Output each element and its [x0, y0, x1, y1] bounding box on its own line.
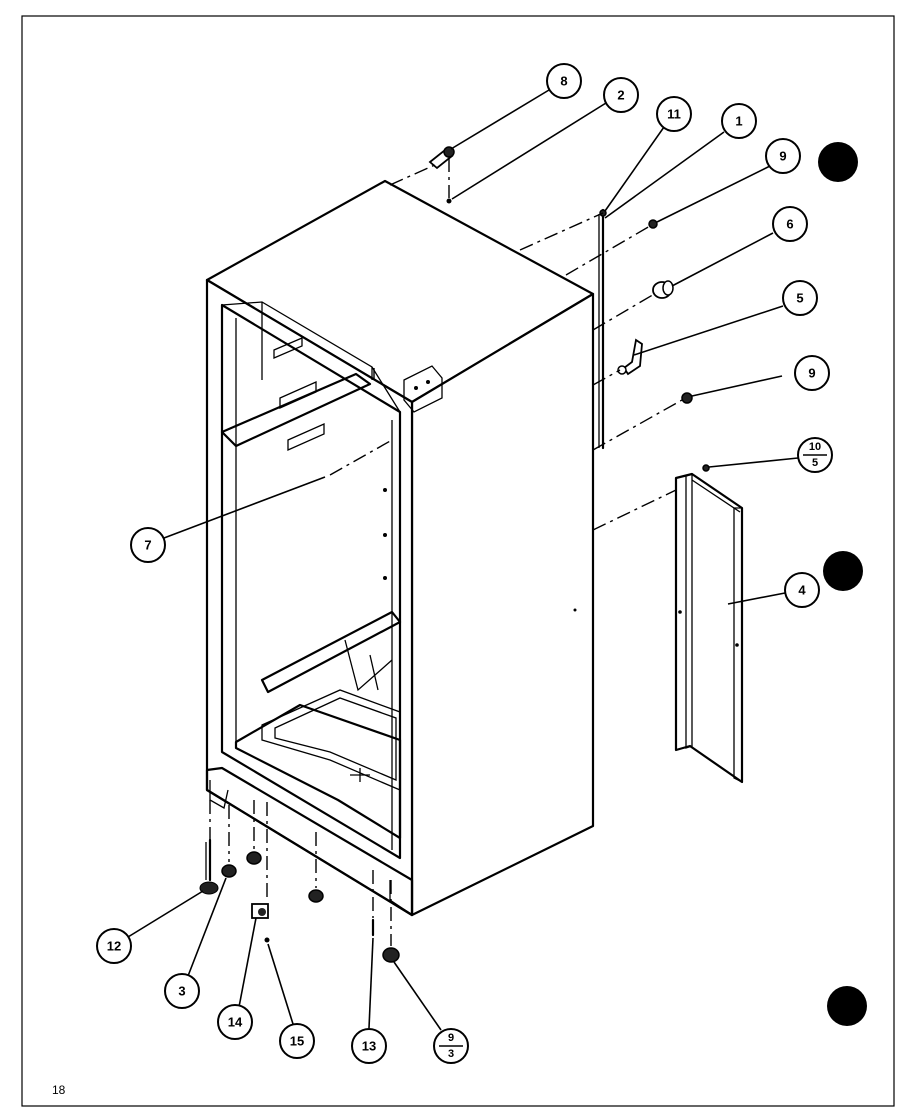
callout-label: 15: [290, 1034, 304, 1049]
cabinet: [205, 179, 595, 917]
binder-hole-middle: [823, 551, 863, 591]
binder-hole-top: [818, 142, 858, 182]
callout-label-bottom: 5: [812, 457, 818, 469]
part-nut-9-lower: [681, 392, 693, 404]
part-nut-9-3: [382, 947, 400, 963]
callout-1: 1: [721, 103, 757, 139]
hinge-bracket-top: [403, 365, 443, 413]
callout-11: 11: [656, 96, 692, 132]
part-leveling-leg-12: [199, 838, 219, 895]
callout-15: 15: [279, 1023, 315, 1059]
callout-13: 13: [351, 1028, 387, 1064]
bottom-parts: [199, 800, 400, 963]
bottom-front-rail: [205, 766, 414, 917]
part-nut-9-upper: [648, 219, 658, 229]
callout-9-upper: 9: [765, 138, 801, 174]
part-hinge-5: [617, 338, 643, 376]
part-roller-14: [251, 903, 269, 919]
rear-parts: [598, 208, 744, 784]
binder-hole-bottom: [827, 986, 867, 1026]
callout-4: 4: [784, 572, 820, 608]
callout-9-3: 9 3: [433, 1028, 469, 1064]
callout-8: 8: [546, 63, 582, 99]
callout-label: 14: [228, 1015, 243, 1030]
page-border: [21, 15, 895, 1107]
callout-6: 6: [772, 206, 808, 242]
callout-label-top: 9: [448, 1032, 454, 1044]
callout-label: 12: [107, 939, 121, 954]
callout-label-bottom: 3: [448, 1048, 454, 1060]
callout-5: 5: [782, 280, 818, 316]
callout-3: 3: [164, 973, 200, 1009]
callout-label-top: 10: [809, 441, 821, 453]
callout-9-lower: 9: [794, 355, 830, 391]
callout-label: 7: [144, 538, 151, 553]
callout-label: 9: [779, 149, 786, 164]
callout-label: 8: [560, 74, 567, 89]
callout-label: 1: [735, 114, 742, 129]
callout-2: 2: [603, 77, 639, 113]
callout-label: 6: [786, 217, 793, 232]
leader-lines: [127, 89, 799, 1031]
cabinet-liner-opening: [220, 303, 402, 860]
callout-7: 7: [130, 527, 166, 563]
upper-shelf-support: [220, 372, 372, 448]
cabinet-floor-pan: [234, 703, 402, 840]
page-number: 18: [52, 1083, 66, 1097]
callout-label: 11: [667, 107, 681, 122]
callout-10-5: 10 5: [797, 437, 833, 473]
callout-label: 9: [808, 366, 815, 381]
callout-label: 5: [796, 291, 803, 306]
assembly-lines: [329, 163, 683, 531]
callout-label: 2: [617, 88, 624, 103]
part-nut-3: [221, 864, 237, 878]
part-bushing-6: [652, 280, 674, 299]
callout-label: 4: [798, 583, 806, 598]
callout-label: 3: [178, 984, 185, 999]
callout-label: 13: [362, 1039, 376, 1054]
callout-14: 14: [217, 1004, 253, 1040]
part-panel-4: [674, 472, 744, 784]
part-top-bolt: [428, 146, 455, 204]
cabinet-side: [410, 292, 595, 917]
lower-shelf-support: [260, 610, 402, 694]
callout-12: 12: [96, 928, 132, 964]
